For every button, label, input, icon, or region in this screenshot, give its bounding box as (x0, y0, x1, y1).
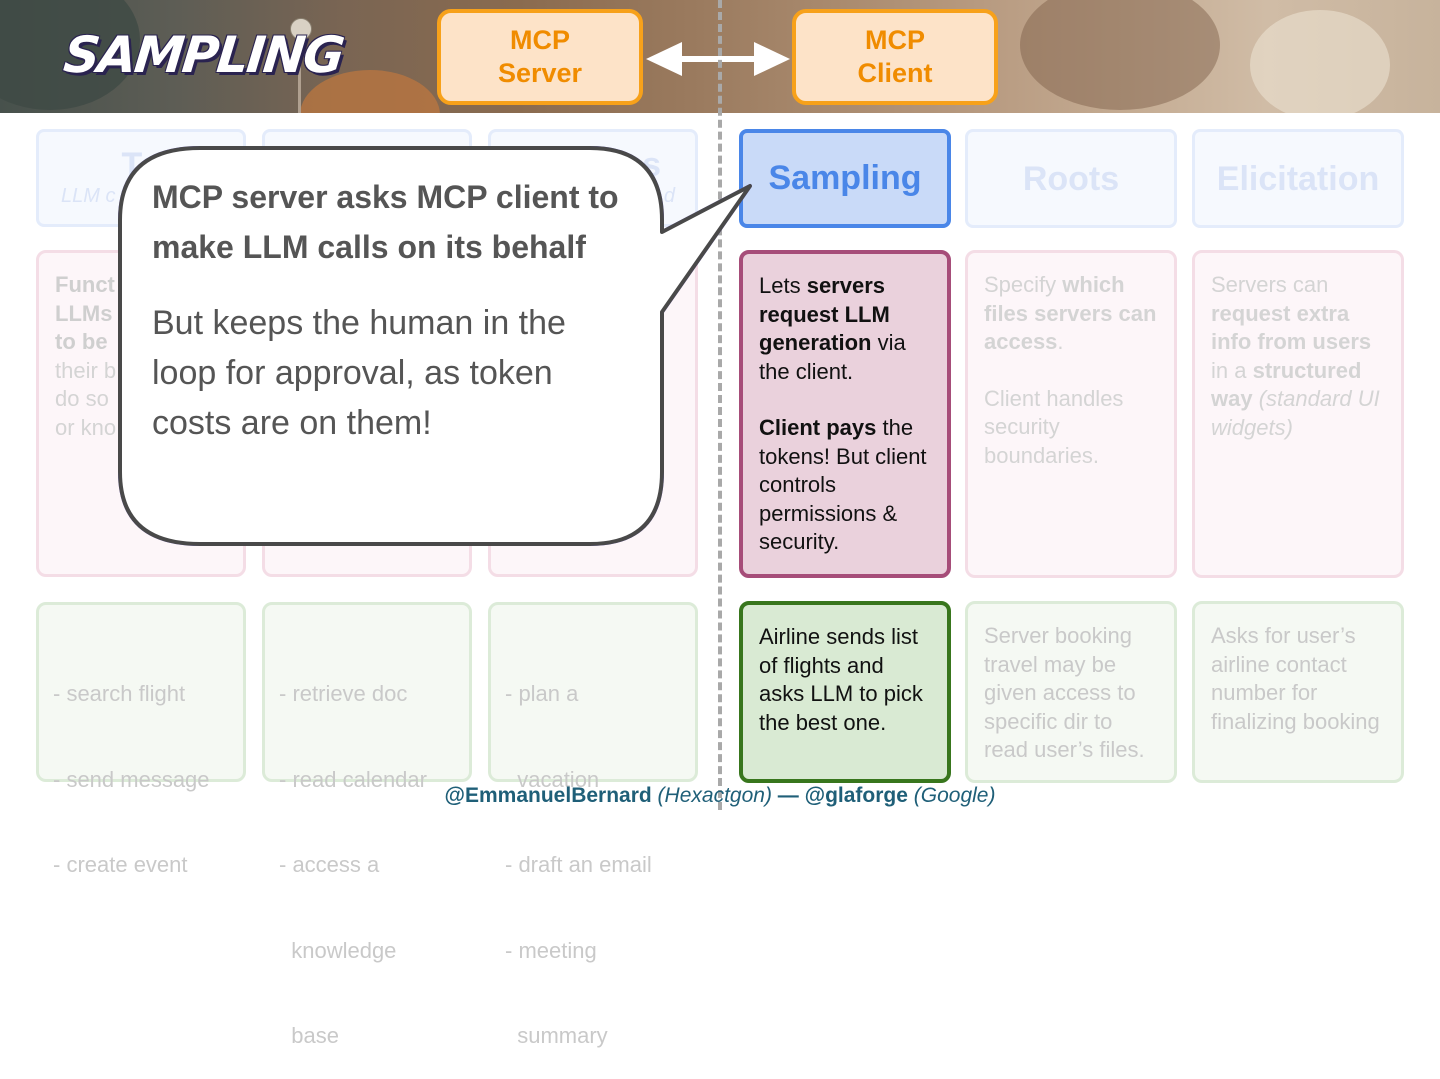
column-header-title: Elicitation (1216, 160, 1380, 198)
sampling-desc-p1: Lets servers request LLM generation via … (759, 273, 906, 384)
author-handle: @EmmanuelBernard (444, 784, 652, 807)
roots-desc-p2: Client handles security boundaries. (984, 385, 1124, 468)
example-item: - draft an email (505, 852, 652, 877)
mcp-client-box: MCP Client (792, 9, 998, 105)
resources-example-card: - retrieve doc - read calendar - access … (262, 602, 472, 1048)
example-item: - create event (53, 852, 188, 877)
elicitation-desc: Servers can request extra info from user… (1211, 272, 1380, 440)
column-header-roots: Roots (965, 129, 1177, 228)
example-item: knowledge (279, 937, 397, 963)
example-item: - send message (53, 766, 210, 792)
column-header-sampling: Sampling (739, 129, 951, 228)
column-header-title: Roots (1022, 160, 1120, 198)
column-header-title: Sampling (768, 159, 922, 197)
sampling-desc-card: Lets servers request LLM generation via … (739, 250, 951, 578)
mcp-server-label: MCP Server (497, 25, 583, 88)
sampling-example-card: Airline sends list of flights and asks L… (739, 601, 951, 783)
roots-example-card: Server booking travel may be given acces… (965, 601, 1177, 783)
footer-separator: — (771, 784, 805, 807)
example-item: summary (505, 1023, 608, 1048)
author-handle: @glaforge (804, 784, 908, 807)
example-item: - retrieve doc (279, 681, 408, 706)
desc-line: LLMs (55, 300, 113, 326)
desc-line: Funct (55, 272, 115, 297)
elicitation-example: Asks for user’s airline contact number f… (1211, 623, 1380, 734)
bubble-heading: MCP server asks MCP client to make LLM c… (152, 179, 619, 265)
mcp-server-box: MCP Server (437, 9, 643, 105)
mcp-client-label: MCP Client (857, 25, 933, 88)
elicitation-example-card: Asks for user’s airline contact number f… (1192, 601, 1404, 783)
roots-example: Server booking travel may be given acces… (984, 623, 1145, 762)
bubble-body: But keeps the human in the loop for appr… (152, 304, 566, 442)
footer-credits: @EmmanuelBernard (Hexactgon) — @glaforge… (0, 784, 1440, 808)
slide-title: SAMPLING (60, 26, 346, 84)
desc-line: or kno (55, 414, 117, 440)
sampling-example: Airline sends list of flights and asks L… (759, 624, 923, 735)
dashed-divider (718, 0, 722, 810)
example-item: vacation (505, 766, 600, 792)
banner-bg-shape (1020, 0, 1220, 110)
prompts-example-card: - plan a vacation - draft an email - mee… (488, 602, 698, 1048)
sampling-desc-p2: Client pays the tokens! But client contr… (759, 415, 927, 554)
tools-example-card: - search flight - send message - create … (36, 602, 246, 877)
column-header-elicitation: Elicitation (1192, 129, 1404, 228)
example-item: - plan a (505, 681, 579, 706)
example-item: base (279, 1023, 339, 1048)
antenna-icon (298, 22, 301, 113)
example-item: - meeting (505, 937, 597, 963)
elicitation-desc-card: Servers can request extra info from user… (1192, 250, 1404, 578)
banner-bg-shape (1250, 10, 1390, 113)
desc-line: their b (55, 357, 117, 383)
author-org: (Google) (907, 784, 996, 807)
example-item: - access a (279, 852, 380, 877)
speech-bubble: MCP server asks MCP client to make LLM c… (152, 172, 632, 448)
example-item: - search flight (53, 681, 186, 706)
desc-line: do so (55, 386, 109, 411)
desc-line: to be (55, 329, 108, 354)
column-header-subtitle: LLM c (61, 185, 116, 207)
roots-desc-card: Specify which files servers can access. … (965, 250, 1177, 578)
roots-desc-p1: Specify which files servers can access. (984, 272, 1157, 354)
example-item: - read calendar (279, 766, 427, 792)
author-org: (Hexactgon) (651, 784, 772, 807)
antenna-ball-icon (290, 18, 312, 40)
